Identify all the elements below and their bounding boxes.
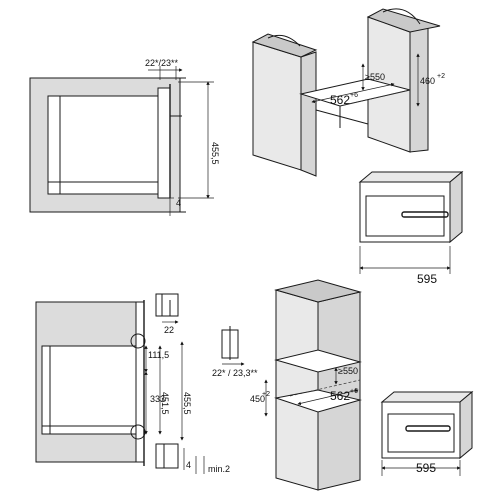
appliance-handle: [401, 211, 449, 218]
appliance-side-face-lower: [459, 390, 473, 460]
left-countertop: [251, 33, 318, 58]
bottom-right-niche-height-label: 450: [250, 394, 265, 404]
right-cabinet-side: [409, 25, 429, 153]
bottom-right-tall-cabinet: ≥550 450 +2 562 +6: [250, 279, 362, 491]
top-right-niche-width-sup: +6: [350, 92, 358, 99]
bottom-left-min-clearance-label: min.2: [208, 464, 230, 474]
bottom-right-appliance: 595: [380, 390, 474, 476]
bottom-left-outer-height-label: 455,5: [182, 392, 192, 415]
top-right-niche-width-label: 562: [330, 93, 350, 107]
top-left-gap-label: 4: [176, 198, 181, 208]
top-right-niche-height-label: 460: [420, 76, 435, 86]
appliance-side-face: [449, 170, 463, 244]
bottom-left-bottom-gap-label: 4: [186, 460, 191, 470]
oven-cavity-lower: [41, 345, 139, 435]
left-cabinet-side: [300, 51, 317, 177]
bottom-left-upper-offset-label: 111,5: [148, 350, 169, 360]
right-countertop: [366, 8, 441, 33]
bottom-right-niche-width-label: 562: [330, 389, 350, 403]
oven-cavity: [47, 95, 159, 195]
tall-cabinet-front: [275, 289, 319, 491]
top-left-side-section: 22*/23** 455,5 4: [29, 58, 220, 216]
appliance-top-face: [358, 171, 464, 183]
bottom-left-inner-height-label: 451,5: [160, 392, 170, 415]
bottom-right-niche-depth-label: ≥550: [338, 366, 358, 376]
top-right-appliance-width-label: 595: [417, 272, 437, 286]
top-left-height-label: 455,5: [210, 142, 220, 165]
top-right-niche-depth-label: ≥550: [365, 72, 385, 82]
bottom-left-lower-offset-label: 333: [150, 394, 165, 404]
tall-cabinet-top: [274, 279, 362, 303]
top-right-niche-height-sup: +2: [437, 73, 445, 80]
bottom-left-side-section: 22 4 111,5 451,5 455,5 333 22* / 23,3** …: [35, 293, 258, 474]
bottom-right-niche-height-sup: +2: [262, 391, 270, 398]
bottom-right-niche-width-sup: +6: [350, 388, 358, 395]
bottom-left-front-gap-label: 22: [164, 325, 174, 335]
appliance-handle-lower: [405, 425, 451, 432]
oven-door-profile: [157, 87, 171, 199]
appliance-front-lower: [381, 401, 461, 459]
upper-detail-circle: [130, 333, 146, 349]
tall-cabinet-niche-top: [274, 349, 362, 373]
top-right-cabinet-drawing: ≥550 460 +2 562 +6: [251, 8, 445, 177]
appliance-top-face-lower: [380, 391, 474, 403]
top-left-depth-label: 22*/23**: [145, 58, 179, 68]
bottom-left-depth-label: 22* / 23,3**: [212, 368, 258, 378]
bottom-right-appliance-width-label: 595: [416, 461, 436, 475]
left-cabinet-front: [252, 41, 302, 171]
top-right-appliance: 595: [358, 170, 464, 286]
